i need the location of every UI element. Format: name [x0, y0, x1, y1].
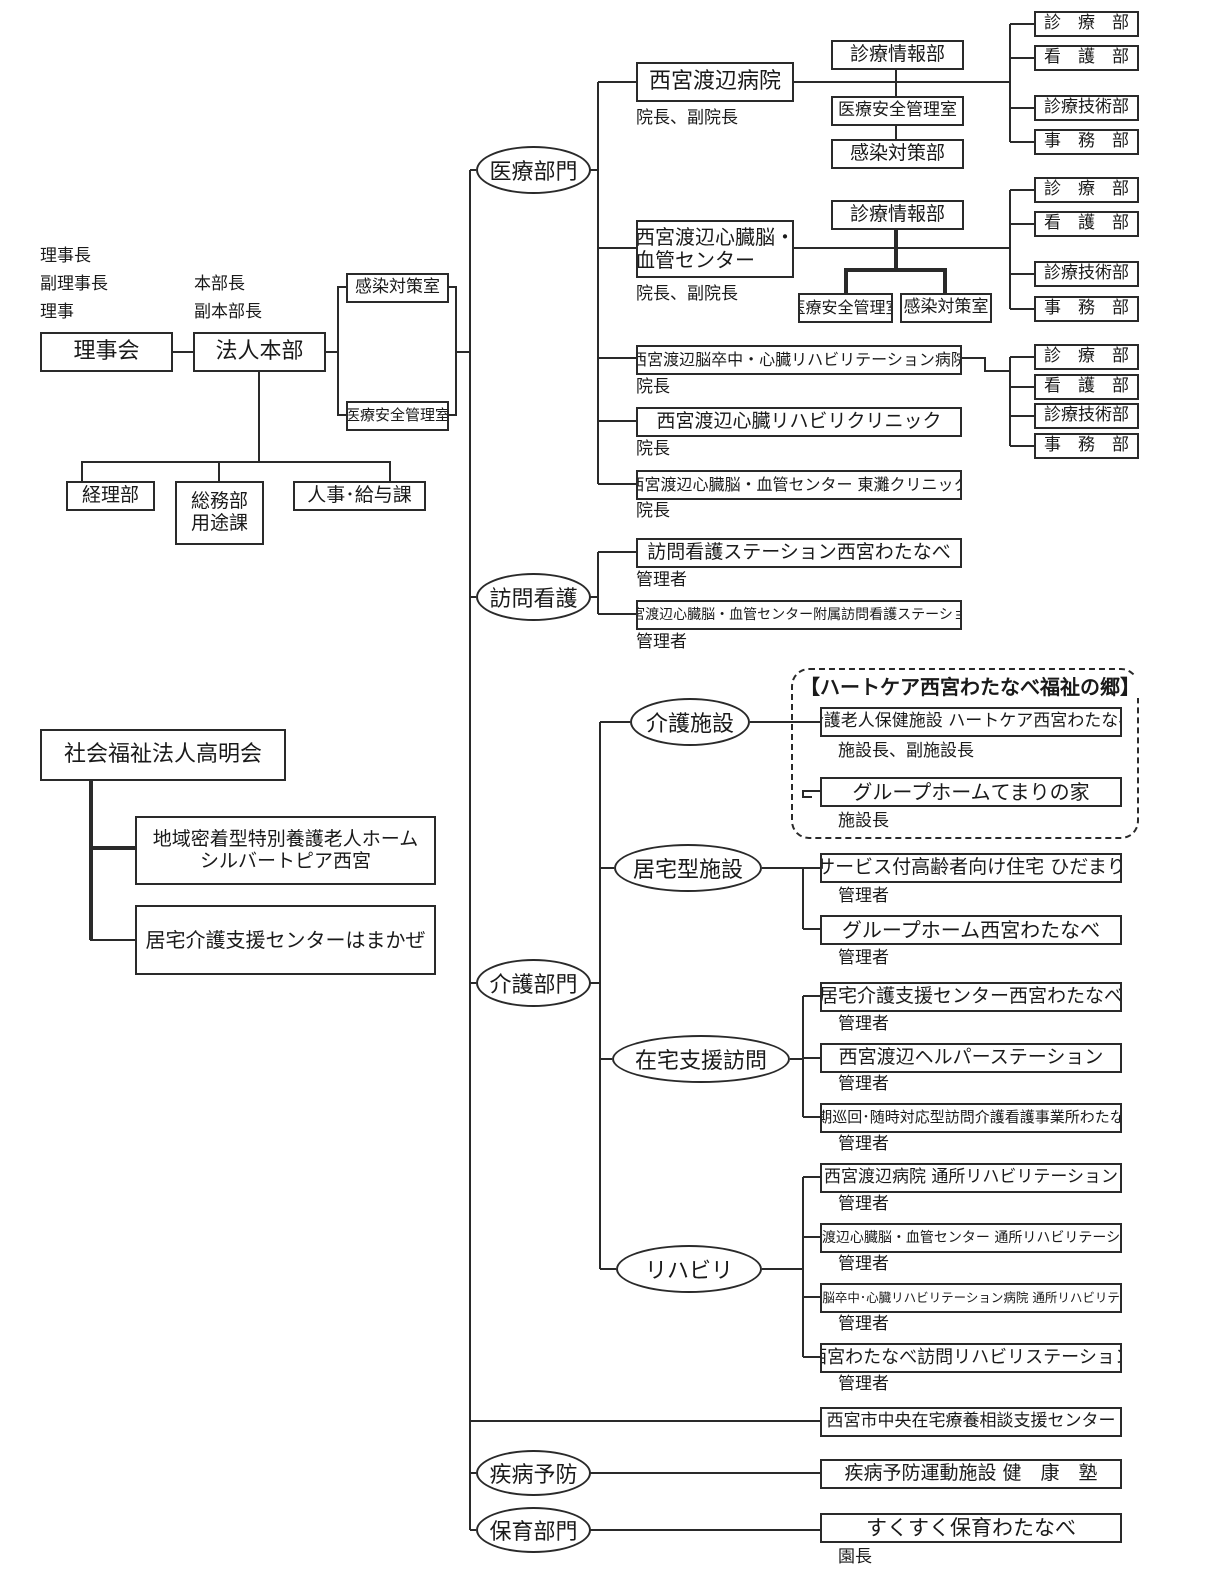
rehab-dept-office: 事 務 部 — [1034, 433, 1139, 459]
health-facility-role: 施設長、副施設長 — [838, 741, 974, 761]
hospital-info-dept: 診療情報部 — [831, 40, 964, 70]
rehab-dept-technical: 診療技術部 — [1034, 403, 1139, 429]
heart-infection-room: 感染対策室 — [900, 293, 992, 323]
regular-visit-office-box: 定期巡回･随時対応型訪問介護看護事業所わたなべ — [820, 1103, 1122, 1133]
rehab-dept-nursing: 看 護 部 — [1034, 374, 1139, 400]
hospital-box: 西宮渡辺病院 — [636, 62, 794, 102]
visiting-nursing-node: 訪問看護 — [476, 573, 591, 621]
care-support-center-box: 居宅介護支援センター西宮わたなべ — [820, 982, 1122, 1012]
hidamari-role: 管理者 — [838, 886, 889, 906]
hidamari-box: サービス付高齢者向け住宅 ひだまり — [820, 853, 1122, 883]
hospital-role: 院長、副院長 — [636, 108, 738, 128]
care-facilities-node: 介護施設 — [630, 698, 750, 746]
heart-safety-room: 医療安全管理室 — [798, 293, 893, 323]
heart-center-box: 西宮渡辺心臓脳・ 血管センター — [636, 220, 794, 278]
heart-rehab-clinic-box: 西宮渡辺心臓リハビリクリニック — [636, 407, 962, 437]
heart-dept-office: 事 務 部 — [1034, 296, 1139, 322]
heart-visiting-station-role: 管理者 — [636, 632, 687, 652]
hq-infection-room: 感染対策室 — [346, 273, 449, 303]
heart-dept-technical: 診療技術部 — [1034, 261, 1139, 287]
hospital-safety-room: 医療安全管理室 — [831, 96, 964, 126]
sukusuku-nursery-box: すくすく保育わたなべ — [820, 1513, 1122, 1543]
hospital-infection-dept: 感染対策部 — [831, 139, 964, 169]
hq-dept-accounting: 経理部 — [66, 481, 155, 511]
welfare-unit-care-support: 居宅介護支援センターはまかぜ — [135, 905, 436, 975]
board-role-director: 理事 — [40, 302, 74, 322]
helper-station-role: 管理者 — [838, 1074, 889, 1094]
hospital-dept-nursing: 看 護 部 — [1034, 45, 1139, 71]
home-care-consult-center-box: 西宮市中央在宅療養相談支援センター — [820, 1407, 1122, 1437]
residential-node: 居宅型施設 — [614, 844, 762, 892]
kenkojuku-box: 疾病予防運動施設 健 康 塾 — [820, 1459, 1122, 1489]
hospital-dept-technical: 診療技術部 — [1034, 95, 1139, 121]
hospital-dept-medical: 診 療 部 — [1034, 11, 1139, 37]
higashinada-clinic-role: 院長 — [636, 501, 670, 521]
rehab-hospital-role: 院長 — [636, 377, 670, 397]
rehab-node: リハビリ — [616, 1245, 762, 1293]
welfare-unit-nursing-home: 地域密着型特別養護老人ホーム シルバートピア西宮 — [135, 816, 436, 885]
board-box: 理事会 — [40, 332, 173, 372]
childcare-node: 保育部門 — [476, 1507, 591, 1553]
welfare-corp-box: 社会福祉法人高明会 — [40, 729, 286, 781]
hospital-dept-office: 事 務 部 — [1034, 129, 1139, 155]
rehab-dept-medical: 診 療 部 — [1034, 344, 1139, 370]
group-home-nishinomiya-role: 管理者 — [838, 948, 889, 968]
heart-daycare-rehab-box: 西宮渡辺心臓脳・血管センター 通所リハビリテーション — [820, 1223, 1122, 1253]
sukusuku-nursery-role: 園長 — [838, 1547, 872, 1567]
medical-dept-node: 医療部門 — [476, 146, 591, 194]
hq-box: 法人本部 — [193, 332, 326, 372]
hq-role-deputy: 副本部長 — [194, 302, 262, 322]
welfare-village-title: 【ハートケア西宮わたなべ福祉の郷】 — [800, 675, 1140, 699]
visiting-rehab-station-role: 管理者 — [838, 1374, 889, 1394]
care-support-center-role: 管理者 — [838, 1014, 889, 1034]
rehab-hospital-box: 西宮渡辺脳卒中・心臓リハビリテーション病院 — [636, 345, 962, 375]
prevention-node: 疾病予防 — [476, 1450, 591, 1496]
welfare-village-group — [791, 668, 1139, 839]
stroke-daycare-rehab-box: 西宮渡辺脳卒中･心臓リハビリテーション病院 通所リハビリテーション — [820, 1283, 1122, 1313]
heart-center-role: 院長、副院長 — [636, 284, 738, 304]
visiting-rehab-station-box: 西宮わたなべ訪問リハビリステーション — [820, 1343, 1122, 1373]
higashinada-clinic-box: 西宮渡辺心臓脳・血管センター 東灘クリニック — [636, 470, 962, 500]
heart-dept-nursing: 看 護 部 — [1034, 211, 1139, 237]
helper-station-box: 西宮渡辺ヘルパーステーション — [820, 1043, 1122, 1073]
heart-info-dept: 診療情報部 — [831, 200, 964, 230]
stroke-daycare-rehab-role: 管理者 — [838, 1314, 889, 1334]
heart-daycare-rehab-role: 管理者 — [838, 1254, 889, 1274]
heart-dept-medical: 診 療 部 — [1034, 177, 1139, 203]
regular-visit-office-role: 管理者 — [838, 1134, 889, 1154]
board-role-chairman: 理事長 — [40, 246, 91, 266]
board-role-vice-chairman: 副理事長 — [40, 274, 108, 294]
hq-safety-room: 医療安全管理室 — [346, 401, 449, 431]
heart-rehab-clinic-role: 院長 — [636, 439, 670, 459]
visiting-station-role: 管理者 — [636, 570, 687, 590]
group-home-nishinomiya-box: グループホーム西宮わたなべ — [820, 915, 1122, 945]
home-visit-node: 在宅支援訪問 — [612, 1035, 790, 1083]
care-dept-node: 介護部門 — [476, 959, 591, 1007]
hospital-daycare-rehab-role: 管理者 — [838, 1194, 889, 1214]
hq-dept-hr: 人事･給与課 — [293, 481, 426, 511]
hq-role-head: 本部長 — [194, 274, 245, 294]
visiting-station-box: 訪問看護ステーション西宮わたなべ — [636, 538, 962, 568]
hq-dept-general: 総務部 用途課 — [175, 481, 264, 545]
heart-visiting-station-box: 西宮渡辺心臓脳・血管センター附属訪問看護ステーション — [636, 600, 962, 630]
temari-group-home-role: 施設長 — [838, 811, 889, 831]
temari-group-home-box: グループホームてまりの家 — [820, 777, 1122, 807]
hospital-daycare-rehab-box: 西宮渡辺病院 通所リハビリテーション — [820, 1163, 1122, 1193]
health-facility-box: 介護老人保健施設 ハートケア西宮わたなべ — [820, 707, 1122, 737]
